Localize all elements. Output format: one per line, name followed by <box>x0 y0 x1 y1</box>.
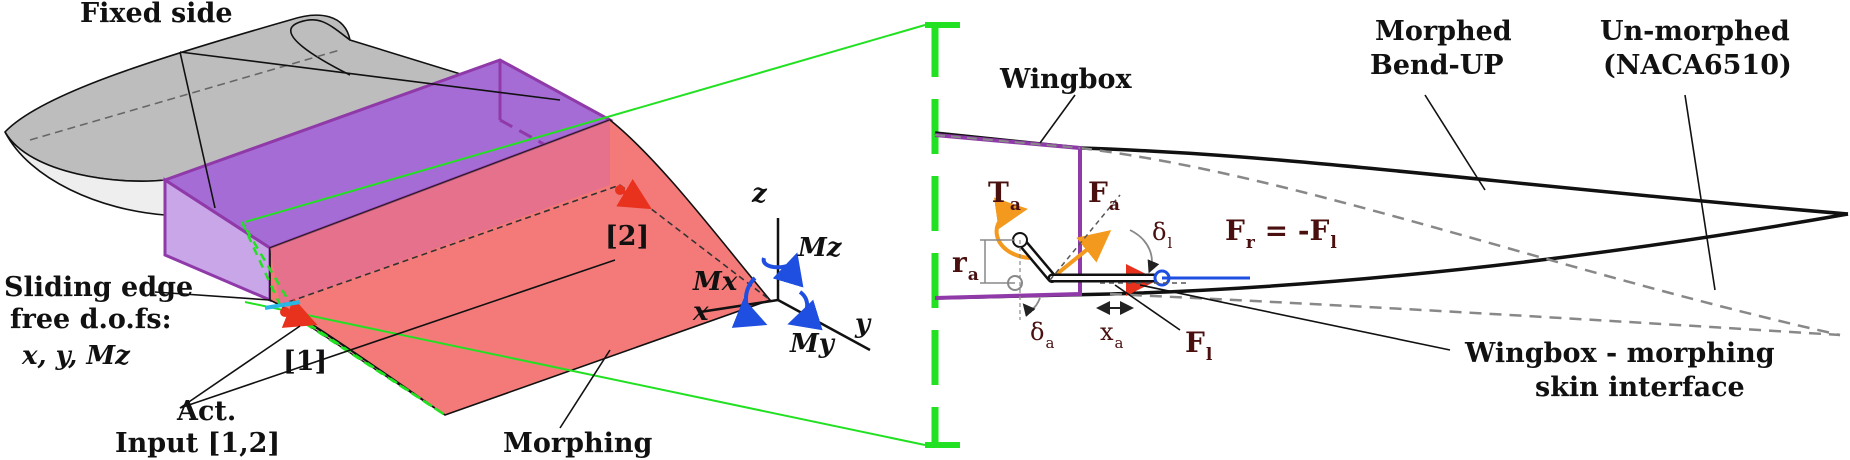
input1-arrow <box>281 298 318 328</box>
symbol-da: δa <box>1030 318 1054 352</box>
leader-fixed-a <box>179 51 216 209</box>
unmorphed-airfoil-lower <box>1109 292 1841 337</box>
label-unmorphed-2: (NACA6510) <box>1603 50 1792 81</box>
zoom-line-top <box>244 24 926 223</box>
leader-fixed-b <box>179 51 561 101</box>
axis-label-x: x <box>692 297 709 327</box>
label-sliding-3: x, y, Mz <box>21 341 131 371</box>
symbol-fa: Fa <box>1088 176 1120 215</box>
symbol-ta: Ta <box>988 176 1021 215</box>
label-unmorphed-1: Un-morphed <box>1600 16 1790 47</box>
torque-ta-arrow <box>993 197 1031 260</box>
label-act-1: Act. <box>176 396 236 427</box>
section-highlight <box>240 221 446 417</box>
moment-mz-arrow <box>761 252 804 288</box>
morphed-airfoil-upper <box>934 131 1849 216</box>
label-wingbox: Wingbox <box>999 64 1133 95</box>
wingbox-skin-dash <box>934 134 1081 149</box>
label-sliding-2: free d.o.fs: <box>10 304 172 335</box>
section-view: Wingbox Morphed Bend-UP Un-morphed (NACA… <box>925 16 1849 448</box>
axis-label-mx: Mx <box>692 267 738 297</box>
wing-3d-view: Fixed side Sliding edge free d.o.fs: x, … <box>4 0 926 459</box>
symbol-dl: δl <box>1152 218 1172 252</box>
label-act-2: Input [1,2] <box>115 428 280 459</box>
symbol-xa: xa <box>1100 318 1124 352</box>
axis-label-y: y <box>854 309 872 339</box>
label-input-2: [2] <box>605 221 649 252</box>
leader-fl <box>1114 284 1181 331</box>
angle-da-arc <box>1022 297 1041 317</box>
label-morphed-1: Morphed <box>1375 16 1512 47</box>
crank-arm-inner <box>1017 237 1055 281</box>
leader-act-b <box>179 259 616 409</box>
label-interface-1: Wingbox - morphing <box>1464 338 1775 369</box>
zoom-line-bottom <box>244 301 926 446</box>
leader-wingbox <box>1039 94 1076 144</box>
leader-sliding <box>154 291 271 301</box>
leader-unmorphed <box>1684 94 1716 291</box>
label-interface-2: skin interface <box>1535 372 1745 403</box>
force-fa-arrow <box>1050 229 1112 280</box>
ra-dimension <box>980 239 1015 284</box>
axis-label-mz: Mz <box>797 233 843 263</box>
moment-mx-arrow <box>731 276 768 328</box>
leader-act-a <box>179 325 301 409</box>
morphing-top-band <box>270 120 610 305</box>
moment-my-arrow <box>787 290 823 331</box>
symbol-fr-eq: Fr = -Fl <box>1225 214 1337 253</box>
axis-label-my: My <box>789 329 836 359</box>
force-fa-ref <box>1049 194 1121 281</box>
leader-morphed <box>1424 94 1486 191</box>
morphing-edge-dashed <box>279 184 621 306</box>
label-input-1: [1] <box>283 346 327 377</box>
angle-dl-arc <box>1129 229 1160 274</box>
symbol-ra: ra <box>952 246 979 285</box>
fixed-dashed-ref <box>29 49 341 141</box>
label-morphing: Morphing <box>503 428 653 459</box>
unmorphed-airfoil-upper <box>1079 146 1841 337</box>
leader-interface <box>1139 284 1451 351</box>
label-morphed-2: Bend-UP <box>1370 50 1504 81</box>
axis-label-z: z <box>751 179 768 209</box>
input2-arrow <box>616 178 652 210</box>
leader-morphing <box>559 349 611 429</box>
label-fixed-side: Fixed side <box>80 0 233 29</box>
morphed-airfoil-lower <box>934 212 1849 300</box>
root-airfoil-outline <box>290 18 351 76</box>
sliding-edge-cyan <box>264 300 301 310</box>
label-sliding-1: Sliding edge <box>4 272 193 303</box>
symbol-fl: Fl <box>1185 326 1213 365</box>
